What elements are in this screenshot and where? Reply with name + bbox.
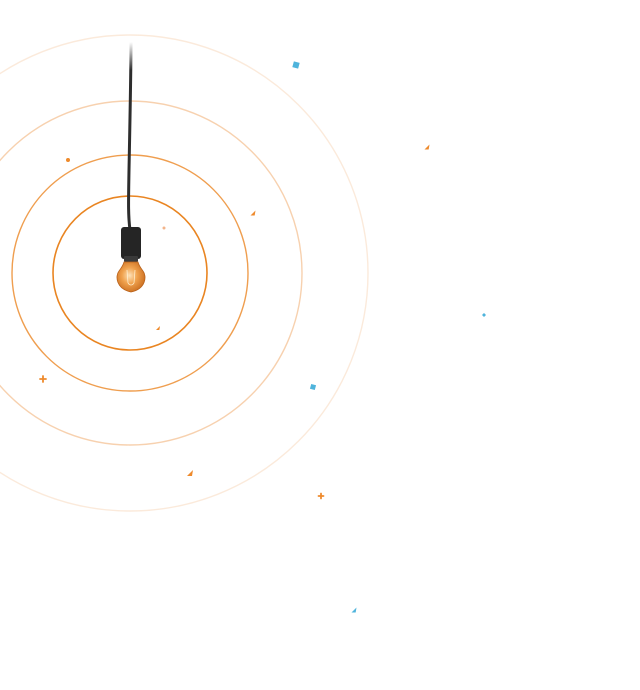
glow-ring: [0, 100, 303, 446]
confetti-triangle: [351, 607, 357, 613]
confetti-triangle: [156, 326, 160, 330]
glow-ring: [0, 34, 369, 512]
confetti-triangle: [187, 470, 193, 476]
confetti-star: [39, 375, 47, 383]
lightbulb-glass: [116, 261, 146, 293]
confetti-triangle: [424, 144, 430, 150]
hanging-lightbulb: [116, 40, 146, 293]
glow-rings: [0, 34, 369, 512]
confetti-dot: [66, 158, 70, 162]
confetti-layer: [39, 61, 486, 613]
confetti-diamond: [482, 313, 486, 317]
confetti-triangle: [250, 210, 256, 216]
confetti-star: [317, 492, 325, 500]
power-cord: [127, 40, 133, 232]
bulb-socket-base: [124, 256, 138, 262]
confetti-dot: [162, 226, 166, 230]
confetti-square: [292, 61, 300, 69]
confetti-square: [309, 383, 317, 391]
lightbulb-filament: [126, 269, 136, 286]
bulb-socket: [121, 227, 141, 259]
